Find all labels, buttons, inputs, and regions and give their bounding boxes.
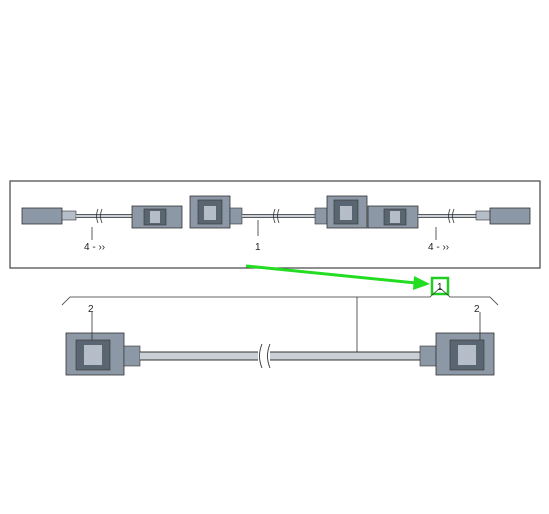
- detail-bracket: [61, 287, 499, 306]
- detail-cable: [140, 343, 420, 369]
- detail-label-right: 2: [474, 304, 480, 315]
- overview-right-break: [448, 208, 455, 224]
- overview-left-break: [96, 208, 103, 224]
- overview-panel-frame: [9, 180, 541, 269]
- detail-label-left: 2: [88, 304, 94, 315]
- overview-label-right: 4 - ››: [428, 242, 449, 253]
- overview-label-center: 1: [255, 242, 261, 253]
- overview-right-segment: 4 - ››: [367, 205, 531, 253]
- overview-left-ferrule: [61, 210, 77, 221]
- overview-label-left: 4 - ››: [84, 242, 105, 253]
- detail-cable-break: [259, 343, 271, 369]
- overview-left-segment: 4 - ››: [21, 205, 183, 253]
- overview-left-plug: [21, 207, 63, 225]
- overview-right-ferrule: [475, 210, 491, 221]
- overview-right-plug: [489, 207, 531, 225]
- overview-center-segment: 1: [189, 195, 368, 253]
- overview-center-break: [273, 208, 280, 224]
- detail-left-connector: 2: [65, 304, 141, 376]
- arrow-pointer-icon: [245, 264, 430, 290]
- highlight-callout-box: [430, 276, 450, 296]
- detail-right-connector: 2: [419, 304, 495, 376]
